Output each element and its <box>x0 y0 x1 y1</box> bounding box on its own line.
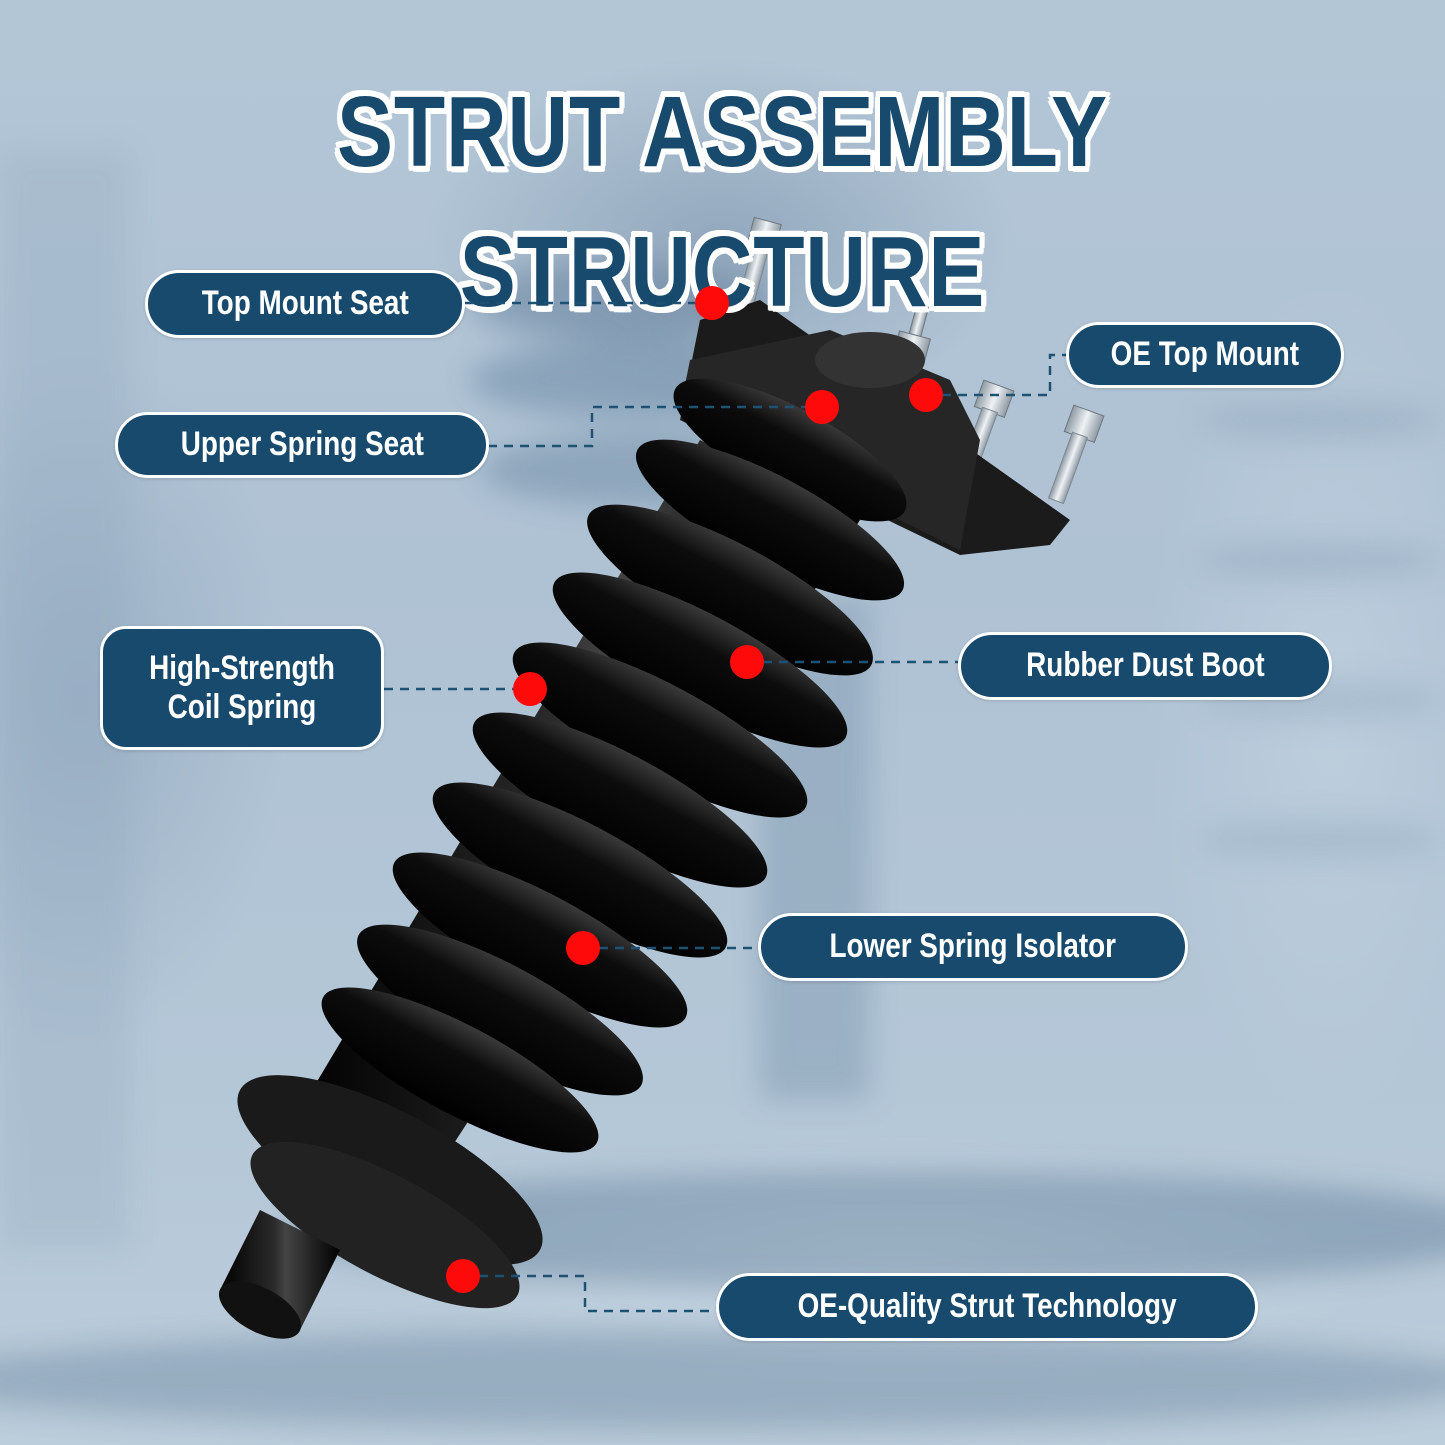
marker-top-mount-seat[interactable] <box>695 286 729 320</box>
callout-oe-quality-strut-technology: OE-Quality Strut Technology <box>716 1273 1258 1341</box>
callout-rubber-dust-boot: Rubber Dust Boot <box>958 632 1332 700</box>
marker-oe-top-mount[interactable] <box>909 378 943 412</box>
callout-label-text: Top Mount Seat <box>201 284 409 323</box>
callout-label-text: OE Top Mount <box>1110 335 1300 374</box>
callout-label-text: Upper Spring Seat <box>180 425 424 464</box>
marker-upper-spring-seat[interactable] <box>805 390 839 424</box>
callout-label-text: High-Strength Coil Spring <box>149 648 335 726</box>
marker-lower-spring-isolator[interactable] <box>566 931 600 965</box>
connector-oe-top-mount <box>926 353 1066 397</box>
connector-upper-spring-seat <box>488 405 822 448</box>
callout-label-text: Rubber Dust Boot <box>1025 646 1265 685</box>
callout-label-text: Lower Spring Isolator <box>829 927 1117 966</box>
callout-oe-top-mount: OE Top Mount <box>1066 322 1344 388</box>
marker-rubber-dust-boot[interactable] <box>730 645 764 679</box>
callout-label-text: OE-Quality Strut Technology <box>797 1287 1177 1326</box>
callout-high-strength-coil-spring: High-Strength Coil Spring <box>100 626 384 750</box>
marker-oe-quality-strut[interactable] <box>446 1259 480 1293</box>
callout-lower-spring-isolator: Lower Spring Isolator <box>758 913 1188 981</box>
callout-upper-spring-seat: Upper Spring Seat <box>115 412 489 478</box>
connector-oe-quality-strut <box>463 1274 716 1313</box>
callout-top-mount-seat: Top Mount Seat <box>145 270 465 338</box>
coil-spring <box>321 378 907 1153</box>
marker-coil-spring[interactable] <box>513 672 547 706</box>
